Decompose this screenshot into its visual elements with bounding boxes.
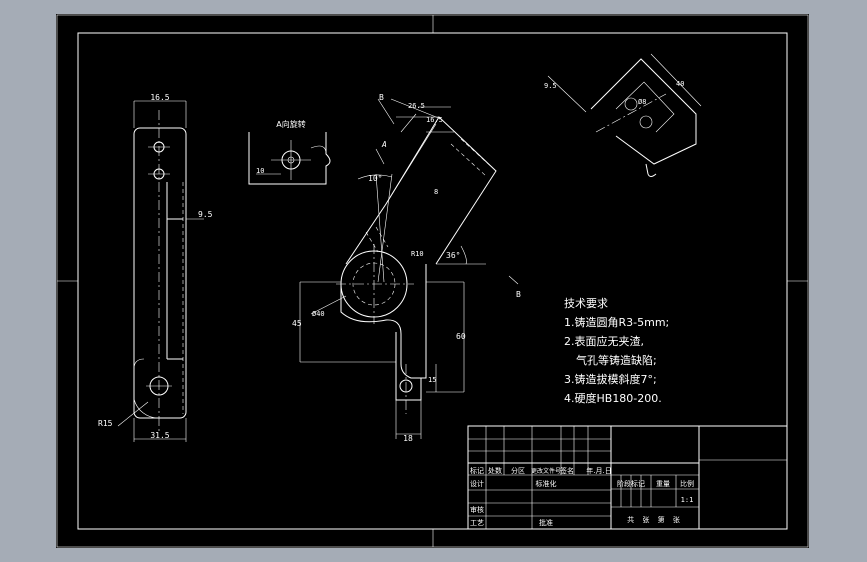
inner-frame bbox=[77, 32, 788, 530]
dim-45: 45 bbox=[292, 319, 302, 328]
tech-line-5: 4.硬度HB180-200. bbox=[564, 391, 662, 405]
tech-line-1: 1.铸造圆角R3-5mm; bbox=[564, 315, 669, 329]
section-dim-dia: Ø8 bbox=[638, 98, 646, 106]
view-a-title: A向旋转 bbox=[276, 119, 305, 129]
tb-ratio: 比例 bbox=[680, 479, 694, 488]
label-b-top: B bbox=[379, 93, 384, 102]
dim-15: 15 bbox=[428, 376, 436, 384]
tb-stage: 阶段标记 bbox=[617, 479, 645, 488]
outer-border bbox=[56, 14, 809, 548]
tech-line-2: 2.表面应无夹渣, bbox=[564, 334, 644, 348]
view-a-dim: 10 bbox=[256, 167, 264, 175]
tech-line-4: 3.铸造拔模斜度7°; bbox=[564, 372, 657, 386]
cad-drawing: 16.5 9.5 R15 31.5 A向旋转 10 bbox=[56, 14, 809, 548]
dim-left-radius: R15 bbox=[98, 419, 113, 428]
label-a: A bbox=[381, 140, 387, 149]
tb-approve: 批准 bbox=[539, 518, 553, 527]
label-b-right: B bbox=[516, 290, 521, 299]
title-block bbox=[467, 425, 788, 530]
tb-weight: 重量 bbox=[656, 480, 670, 488]
dim-left-total: 31.5 bbox=[150, 431, 169, 440]
tb-zone: 分区 bbox=[511, 466, 525, 475]
tb-process: 工艺 bbox=[470, 519, 484, 527]
dim-16: 16.5 bbox=[426, 116, 443, 124]
view-a-rotated bbox=[248, 132, 331, 185]
dim-left-slot: 9.5 bbox=[198, 210, 213, 219]
tb-design: 设计 bbox=[470, 479, 484, 488]
tech-requirements: 技术要求 1.铸造圆角R3-5mm; 2.表面应无夹渣, 气孔等铸造缺陷; 3.… bbox=[564, 297, 669, 405]
title-block-text: 标记 处数 分区 更改文件号 签名 年.月.日 设计 标准化 阶段标记 重量 比… bbox=[470, 466, 694, 527]
tb-review: 审核 bbox=[470, 505, 484, 514]
tb-doc: 更改文件号 bbox=[531, 467, 561, 475]
section-dim-9: 9.5 bbox=[544, 82, 557, 90]
dim-angle-36: 36° bbox=[446, 251, 460, 260]
section-dim-40: 40 bbox=[676, 80, 684, 88]
main-view bbox=[299, 98, 519, 439]
dim-8: 8 bbox=[434, 188, 438, 196]
dim-18: 18 bbox=[403, 434, 413, 443]
dim-angle-10: 10° bbox=[368, 174, 382, 183]
tb-count: 处数 bbox=[488, 466, 502, 475]
dim-r10: R10 bbox=[411, 250, 424, 258]
dim-dia40: Ø40 bbox=[312, 310, 325, 318]
tb-sheets: 共 张 第 张 bbox=[627, 515, 683, 524]
tb-mark: 标记 bbox=[470, 466, 484, 475]
dim-26: 26.5 bbox=[408, 102, 425, 110]
tb-date: 年.月.日 bbox=[586, 466, 611, 475]
tech-title: 技术要求 bbox=[564, 297, 608, 310]
tech-line-3: 气孔等铸造缺陷; bbox=[576, 353, 657, 367]
left-view bbox=[117, 100, 204, 442]
dim-left-width: 16.5 bbox=[150, 93, 169, 102]
drawing-sheet: 16.5 9.5 R15 31.5 A向旋转 10 bbox=[56, 14, 809, 548]
section-view bbox=[547, 53, 702, 177]
dim-60: 60 bbox=[456, 332, 466, 341]
tb-standard: 标准化 bbox=[536, 479, 557, 488]
tb-scale: 1:1 bbox=[681, 496, 694, 504]
tb-sign: 签名 bbox=[560, 466, 574, 475]
